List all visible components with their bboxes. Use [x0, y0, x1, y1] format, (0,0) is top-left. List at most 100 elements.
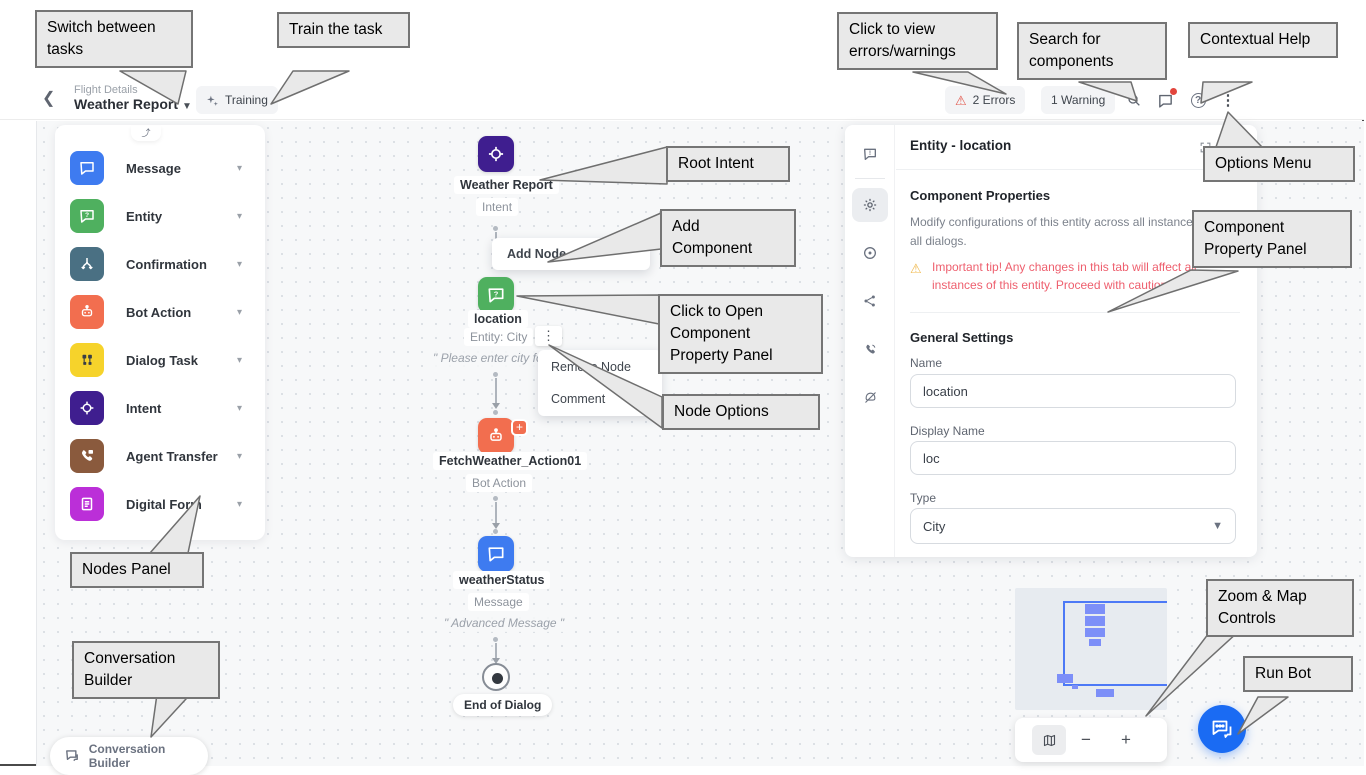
- intent-icon: [488, 146, 504, 162]
- warning-note: ⚠Important tip! Any changes in this tab …: [910, 260, 1197, 292]
- chevron-down-icon[interactable]: ▾: [236, 162, 242, 174]
- panel-title: Entity - location: [910, 138, 1012, 153]
- node-title[interactable]: location: [468, 310, 528, 328]
- svg-text:!: !: [869, 151, 871, 157]
- notification-dot: [1170, 88, 1177, 95]
- callout-node-options: Node Options: [662, 394, 820, 430]
- entity-icon: ?: [70, 199, 104, 233]
- node-type: Entity: City: [464, 328, 534, 346]
- node-type: Intent: [476, 198, 519, 216]
- expand-panel-icon[interactable]: [1199, 141, 1212, 159]
- callout-run-bot: Run Bot: [1243, 656, 1353, 692]
- end-of-dialog-label: End of Dialog: [453, 694, 553, 716]
- chat-icon: [1212, 720, 1232, 738]
- dialog-task-icon: [70, 343, 104, 377]
- instance-properties-tab-icon[interactable]: [852, 236, 888, 270]
- entity-tab-icon[interactable]: !: [852, 137, 888, 171]
- node-title[interactable]: Weather Report: [454, 176, 559, 194]
- options-menu-icon[interactable]: ⋮: [1220, 92, 1236, 109]
- run-bot-button[interactable]: [1198, 705, 1246, 753]
- chevron-down-icon[interactable]: ▾: [236, 402, 242, 414]
- zoom-out-button[interactable]: −: [1081, 730, 1091, 749]
- search-icon[interactable]: [1124, 90, 1144, 110]
- chevron-down-icon[interactable]: ▾: [236, 210, 242, 222]
- callout-conversation-builder: Conversation Builder: [72, 641, 220, 699]
- connections-tab-icon[interactable]: [852, 284, 888, 318]
- node-title[interactable]: FetchWeather_Action01: [433, 452, 588, 470]
- sidebar-item-agent-transfer[interactable]: Agent Transfer▾: [60, 434, 260, 478]
- end-of-dialog-node[interactable]: [482, 663, 510, 691]
- callout-nodes-panel: Nodes Panel: [70, 552, 204, 588]
- add-node-popup[interactable]: Add Node: [492, 238, 650, 270]
- zoom-in-button[interactable]: +: [1121, 730, 1131, 749]
- warning-triangle-icon: ⚠: [910, 261, 922, 276]
- entity-node[interactable]: ?: [478, 277, 514, 313]
- bot-action-icon: [70, 295, 104, 329]
- map-toggle-icon[interactable]: [1032, 725, 1066, 755]
- intent-icon: [70, 391, 104, 425]
- chevron-down-icon[interactable]: ▾: [236, 354, 242, 366]
- help-icon[interactable]: ?: [1188, 90, 1208, 110]
- section-title: Component Properties: [910, 188, 1051, 203]
- minimap-viewport[interactable]: [1063, 601, 1167, 686]
- collapse-panel-button[interactable]: ⤴: [131, 126, 161, 141]
- conversation-builder-button[interactable]: Conversation Builder: [50, 737, 208, 775]
- chevron-down-icon[interactable]: ▾: [236, 450, 242, 462]
- ivr-properties-tab-icon[interactable]: [852, 380, 888, 414]
- node-title[interactable]: weatherStatus: [453, 571, 551, 589]
- sidebar-item-entity[interactable]: ? Entity▾: [60, 194, 260, 238]
- callout-contextual-help: Contextual Help: [1188, 22, 1338, 58]
- zoom-map-controls: − +: [1015, 718, 1167, 762]
- svg-text:?: ?: [85, 212, 89, 219]
- name-field[interactable]: [910, 374, 1236, 408]
- sidebar-item-digital-form[interactable]: Digital Form▾: [60, 482, 260, 526]
- node-type: Message: [468, 593, 529, 611]
- minimap[interactable]: [1015, 588, 1167, 710]
- type-select[interactable]: City ▼: [910, 508, 1236, 544]
- comments-icon[interactable]: [1155, 88, 1177, 110]
- node-kebab-icon[interactable]: ⋮: [535, 326, 562, 346]
- general-settings-title: General Settings: [910, 330, 1014, 345]
- sidebar-item-confirmation[interactable]: Confirmation▾: [60, 242, 260, 286]
- agent-transfer-icon: [70, 439, 104, 473]
- voice-call-properties-tab-icon[interactable]: [852, 332, 888, 366]
- chevron-down-icon[interactable]: ▾: [236, 306, 242, 318]
- chevron-down-icon: ▼: [181, 101, 192, 112]
- sidebar-item-intent[interactable]: Intent▾: [60, 386, 260, 430]
- back-button[interactable]: ❮: [42, 90, 56, 107]
- callout-zoom-map-controls: Zoom & Map Controls: [1206, 579, 1354, 637]
- callout-train-task: Train the task: [277, 12, 410, 48]
- add-connection-icon[interactable]: +: [511, 419, 528, 436]
- bot-action-node[interactable]: [478, 418, 514, 454]
- node-hint: " Please enter city for w: [427, 349, 565, 367]
- task-switcher[interactable]: Weather Report▼: [74, 96, 192, 112]
- root-intent-node[interactable]: [478, 136, 514, 172]
- remove-node-item[interactable]: Remove Node: [551, 360, 631, 374]
- chevron-down-icon[interactable]: ▾: [236, 498, 242, 510]
- sidebar-item-message[interactable]: Message▾: [60, 146, 260, 190]
- message-icon: [488, 547, 504, 562]
- conversation-icon: [66, 749, 78, 761]
- node-hint: " Advanced Message ": [438, 614, 571, 632]
- callout-click-open-panel: Click to Open Component Property Panel: [658, 294, 823, 374]
- comment-item[interactable]: Comment: [551, 392, 606, 406]
- errors-badge[interactable]: ⚠ 2 Errors: [945, 86, 1026, 114]
- panel-icon-rail: [845, 125, 895, 557]
- warning-badge[interactable]: 1 Warning: [1041, 86, 1116, 114]
- bot-action-icon: [490, 428, 502, 441]
- component-properties-tab-icon[interactable]: [852, 188, 888, 222]
- callout-switch-tasks: Switch between tasks: [35, 10, 193, 68]
- train-button[interactable]: Training: [196, 86, 278, 114]
- digital-form-icon: [70, 487, 104, 521]
- sidebar-item-bot-action[interactable]: Bot Action▾: [60, 290, 260, 334]
- type-label: Type: [910, 491, 937, 505]
- chevron-down-icon[interactable]: ▾: [236, 258, 242, 270]
- sidebar-item-dialog-task[interactable]: Dialog Task▾: [60, 338, 260, 382]
- node-type: Bot Action: [466, 474, 533, 492]
- callout-add-component: Add Component: [660, 209, 796, 267]
- name-label: Name: [910, 356, 943, 370]
- callout-root-intent: Root Intent: [666, 146, 790, 182]
- chevron-down-icon: ▼: [1212, 520, 1223, 532]
- message-node[interactable]: [478, 536, 514, 572]
- display-name-field[interactable]: [910, 441, 1236, 475]
